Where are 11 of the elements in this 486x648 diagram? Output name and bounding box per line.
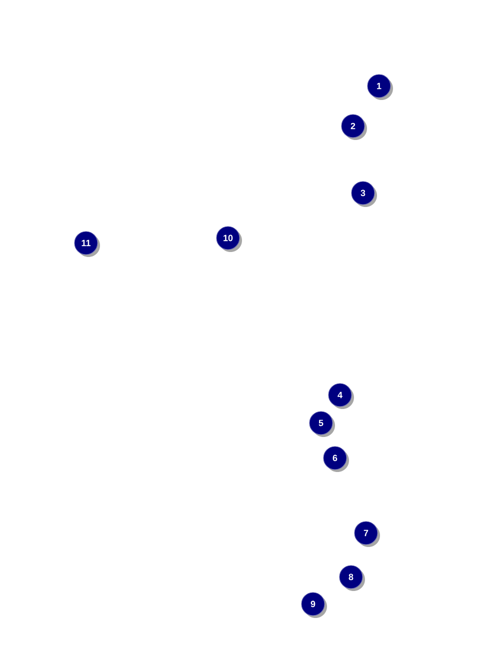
callout-number: 5 [309,411,335,437]
callout-number: 2 [341,114,367,140]
callout-number: 3 [351,181,377,207]
callout-number: 8 [339,565,365,591]
callout-number: 11 [74,231,100,257]
callout-number: 6 [323,446,349,472]
callout-number: 9 [301,592,327,618]
callout-number: 1 [367,74,393,100]
callout-number: 4 [328,383,354,409]
callout-number: 7 [354,521,380,547]
callout-number: 10 [216,226,242,252]
